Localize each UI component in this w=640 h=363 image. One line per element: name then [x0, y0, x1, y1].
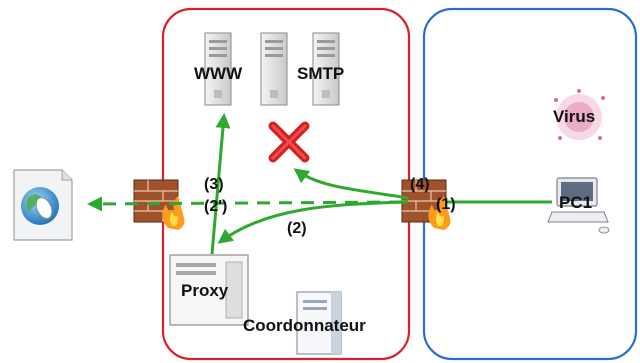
- coordinator-server-icon: [296, 291, 342, 355]
- flow-arrows: [87, 113, 552, 255]
- www-label: WWW: [194, 64, 243, 83]
- flow-step-2prime: [87, 196, 403, 212]
- pc-label: PC1: [559, 193, 593, 212]
- step-3-label: (3): [204, 176, 224, 193]
- external-zone: [422, 7, 638, 361]
- www-server-icon: [204, 32, 232, 106]
- smtp-secondary-server-icon: [312, 32, 340, 106]
- step-2prime-label: (2'): [204, 198, 228, 215]
- step-4-label: (4): [410, 176, 430, 193]
- pc-icon: [547, 177, 610, 234]
- smtp-label: SMTP: [297, 64, 345, 83]
- step-1-label: (1): [436, 196, 456, 213]
- virus-icon: [554, 89, 605, 140]
- blocked-x-icon: [268, 121, 310, 163]
- virus-label: Virus: [553, 107, 596, 126]
- proxy-server-icon: [169, 254, 249, 326]
- flow-step-2: [217, 200, 409, 244]
- firewall-right-icon: [401, 179, 451, 230]
- proxy-label: Proxy: [181, 281, 229, 300]
- step-2-label: (2): [287, 220, 307, 237]
- internet-icon: [13, 169, 73, 241]
- coordinator-label: Coordonnateur: [243, 316, 366, 335]
- smtp-server-icon: [260, 32, 288, 106]
- flow-step-4: [293, 168, 409, 200]
- flow-step-3: [210, 113, 231, 255]
